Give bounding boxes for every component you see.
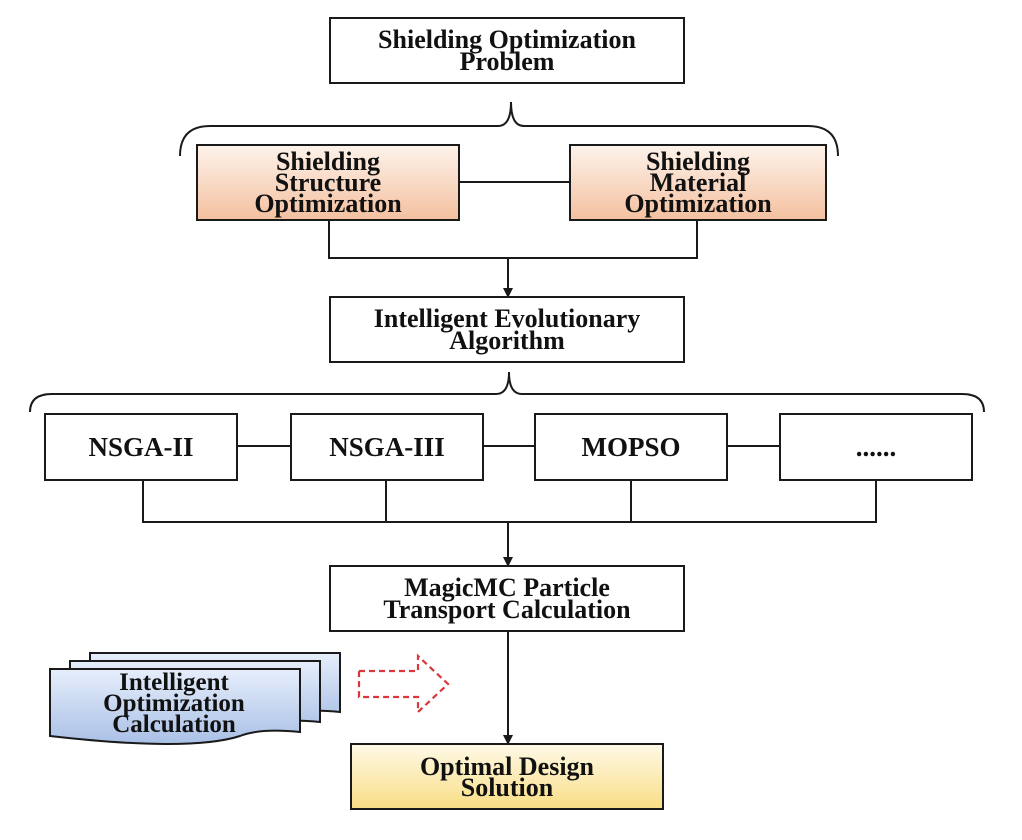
node-optimal-solution: Optimal Design Solution (350, 743, 664, 810)
node-evolutionary-algorithm: Intelligent Evolutionary Algorithm (329, 296, 685, 363)
node-structure-optimization: Shielding Structure Optimization (196, 144, 460, 221)
node-shielding-problem: Shielding Optimization Problem (329, 17, 685, 84)
brace-top (179, 101, 839, 157)
connector-merge-top (328, 220, 698, 259)
connector-merge-algorithms (142, 481, 877, 523)
node-algorithm-nsga-ii: NSGA-II (44, 413, 238, 481)
document-label: Intelligent Optimization Calculation (103, 669, 245, 738)
node-algorithm-more: ...... (779, 413, 973, 481)
brace-algorithms (29, 371, 985, 413)
node-magicmc-calculation: MagicMC Particle Transport Calculation (329, 565, 685, 632)
dashed-arrow-icon (357, 653, 450, 715)
document-stack-icon (49, 652, 341, 745)
node-algorithm-nsga-iii: NSGA-III (290, 413, 484, 481)
node-material-optimization: Shielding Material Optimization (569, 144, 827, 221)
node-algorithm-mopso: MOPSO (534, 413, 728, 481)
